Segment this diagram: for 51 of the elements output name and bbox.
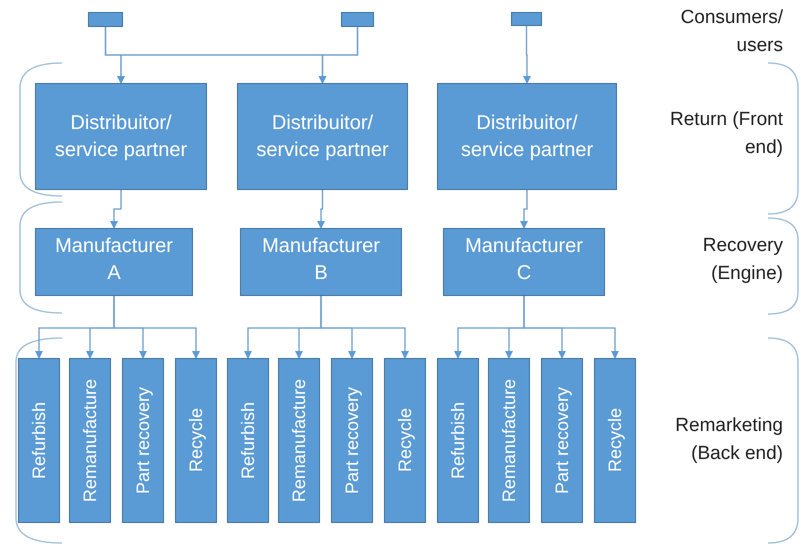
arrow [317, 190, 325, 229]
node-label: Part recovery [552, 386, 572, 494]
manufacturer-box [240, 228, 402, 296]
option-bar [18, 358, 60, 523]
node-label: Part recovery [342, 386, 362, 494]
arrow [523, 296, 619, 359]
node-label: Manufacturer B [261, 234, 381, 286]
option-bar [227, 358, 269, 523]
node-label: Part recovery [132, 386, 154, 494]
arrow [110, 190, 122, 229]
arrow [520, 190, 528, 229]
consumer-box [511, 12, 542, 26]
node-label: Refurbish [28, 402, 50, 480]
consumer-box [341, 12, 374, 27]
partner-box [237, 83, 408, 190]
node-label: Distribuitor/ service partner [460, 110, 594, 162]
layer-label: Return (Front end) [669, 108, 783, 160]
node-label: Distribuitor/ service partner [255, 110, 390, 162]
option-bar [331, 358, 373, 523]
option-bar [594, 358, 636, 523]
arrow [113, 296, 200, 359]
node-label: Refurbish [448, 402, 468, 480]
option-bar [278, 358, 320, 523]
arrow [523, 26, 531, 84]
partner-box [437, 83, 617, 190]
option-bar [541, 358, 583, 523]
node-label: Manufacturer A [54, 234, 174, 286]
option-bar [122, 358, 164, 523]
node-label: Remanufacture [498, 378, 520, 502]
arrow [318, 27, 358, 84]
node-label: Recycle [186, 408, 206, 473]
option-bar [488, 358, 530, 523]
option-bar [384, 358, 426, 523]
node-label: Recycle [394, 408, 416, 473]
manufacturer-box [443, 228, 605, 296]
node-label: Remanufacture [80, 378, 100, 502]
node-label: Recycle [604, 408, 626, 473]
manufacturer-box [35, 228, 193, 296]
node-label: Remanufacture [288, 378, 310, 502]
layer-label: Consumers/ users [680, 6, 783, 58]
arrow [320, 296, 409, 359]
option-bar [69, 358, 111, 523]
option-bar [437, 358, 479, 523]
node-label: Distribuitor/ service partner [54, 110, 188, 162]
partner-box [35, 83, 207, 190]
layer-label: Remarketing (Back end) [674, 414, 783, 466]
node-label: Manufacturer C [464, 234, 584, 286]
option-bar [175, 358, 217, 523]
consumer-box [88, 12, 123, 27]
node-label: Refurbish [238, 402, 258, 480]
layer-label: Recovery (Engine) [702, 234, 783, 286]
